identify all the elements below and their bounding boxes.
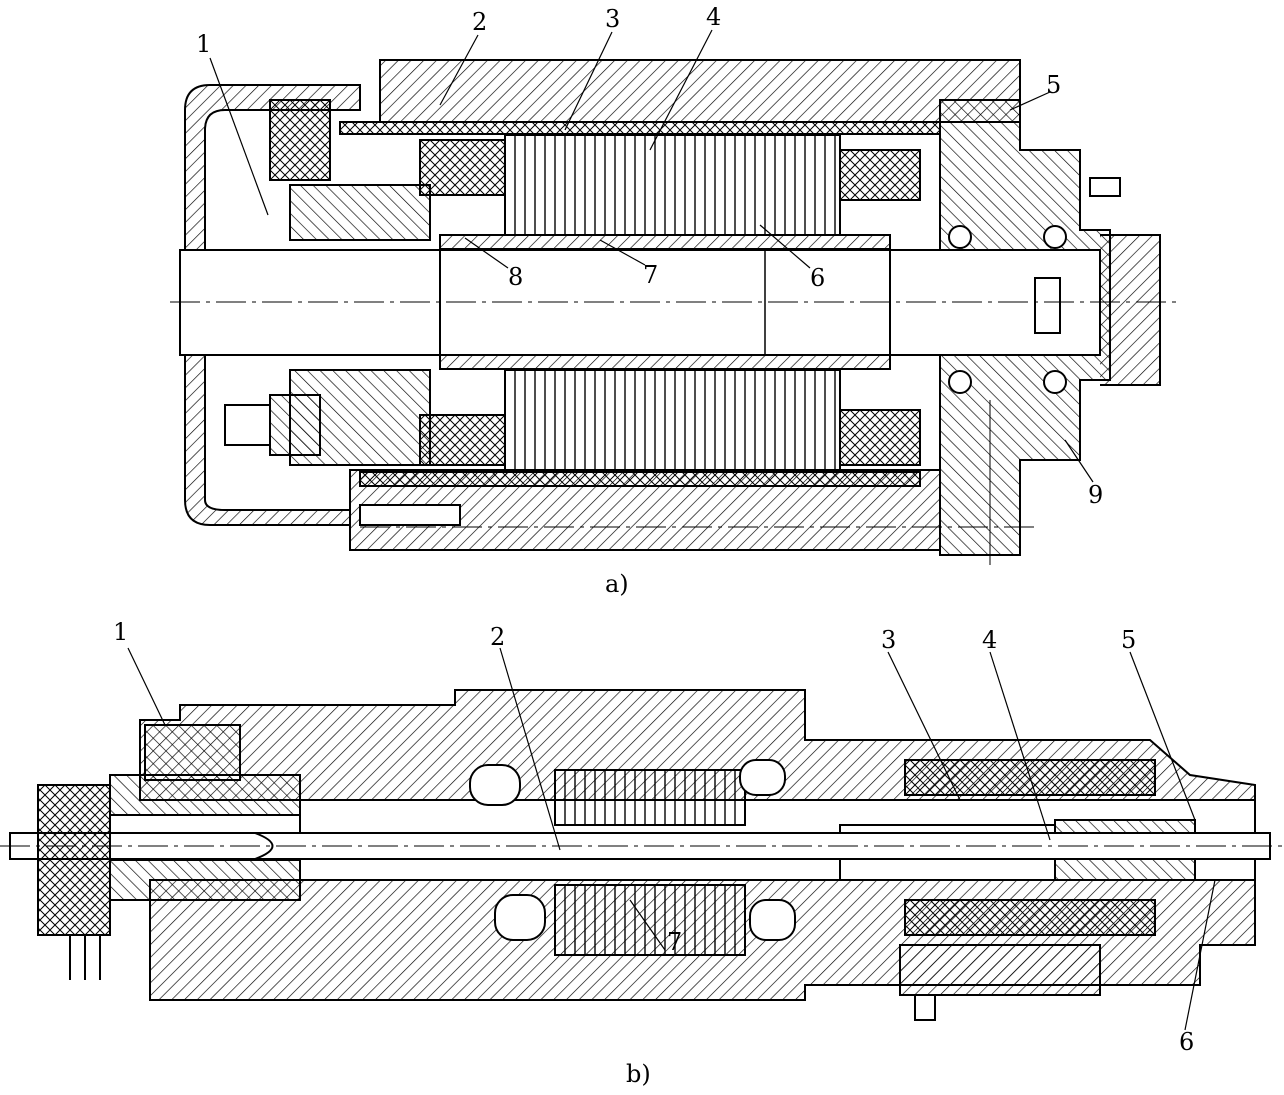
label-b-7: 7 (667, 928, 682, 956)
rotor-sleeve-lower-a (439, 354, 891, 370)
winding-right-lower-a (839, 409, 921, 466)
labels-a: 1 2 3 4 5 6 7 8 9 a) (196, 3, 1103, 598)
label-b-6: 6 (1179, 1028, 1194, 1056)
label-a-1: 1 (196, 30, 211, 58)
winding-left-upper-a (419, 139, 506, 196)
key-slot-a (1034, 277, 1061, 334)
cooling-jacket-bottom-a (359, 471, 921, 487)
label-b-1: 1 (113, 618, 128, 646)
winding-loop-right-upper-b (739, 759, 786, 796)
stator-core-upper-b (554, 769, 746, 826)
label-b-4: 4 (982, 626, 997, 654)
stator-core-upper-a (504, 134, 841, 236)
label-a-4: 4 (706, 3, 721, 31)
fan-cover-a (269, 99, 331, 181)
leaders-a (209, 29, 1094, 483)
spindle-motor-section-a (170, 59, 1180, 565)
rear-bearing-b (109, 774, 301, 816)
label-a-5: 5 (1046, 71, 1061, 99)
sensor-a (224, 404, 271, 446)
connector-block-b (37, 784, 111, 936)
rear-housing-b (144, 724, 241, 781)
caption-a: a) (605, 570, 629, 598)
caption-b: b) (626, 1060, 651, 1088)
draw-bar-head-b (254, 832, 274, 860)
cooling-jacket-top-a (339, 121, 941, 135)
label-b-5: 5 (1121, 626, 1136, 654)
label-b-2: 2 (490, 623, 505, 651)
stator-core-lower-a (504, 369, 841, 471)
stator-core-lower-b (554, 884, 746, 956)
front-bearing-lower-b (904, 899, 1156, 936)
rotor-sleeve-upper-a (439, 234, 891, 250)
shaft-nose-a (1100, 234, 1161, 386)
front-bearing-upper-a (289, 184, 431, 241)
label-b-3: 3 (881, 626, 896, 654)
winding-right-upper-a (839, 149, 921, 201)
label-a-2: 2 (472, 8, 487, 36)
end-cover-a (184, 84, 361, 526)
labels-b: 1 2 3 4 5 6 7 b) (113, 618, 1194, 1088)
spindle-motor-section-b (0, 689, 1284, 1021)
leaders-b (127, 647, 1216, 1031)
label-a-7: 7 (643, 261, 658, 289)
label-a-9: 9 (1088, 481, 1103, 509)
mount-block-b (899, 944, 1101, 996)
label-a-6: 6 (810, 264, 825, 292)
ball-bearing-lower-a (948, 370, 972, 394)
label-a-8: 8 (508, 263, 523, 291)
ball-bearing-upper-a (948, 225, 972, 249)
housing-top-a (379, 59, 1021, 123)
winding-left-lower-a (419, 414, 506, 466)
winding-loop-right-lower-b (749, 899, 796, 941)
label-a-3: 3 (605, 5, 620, 33)
winding-loop-left-upper-b (469, 764, 521, 806)
winding-loop-left-lower-b (494, 894, 546, 941)
